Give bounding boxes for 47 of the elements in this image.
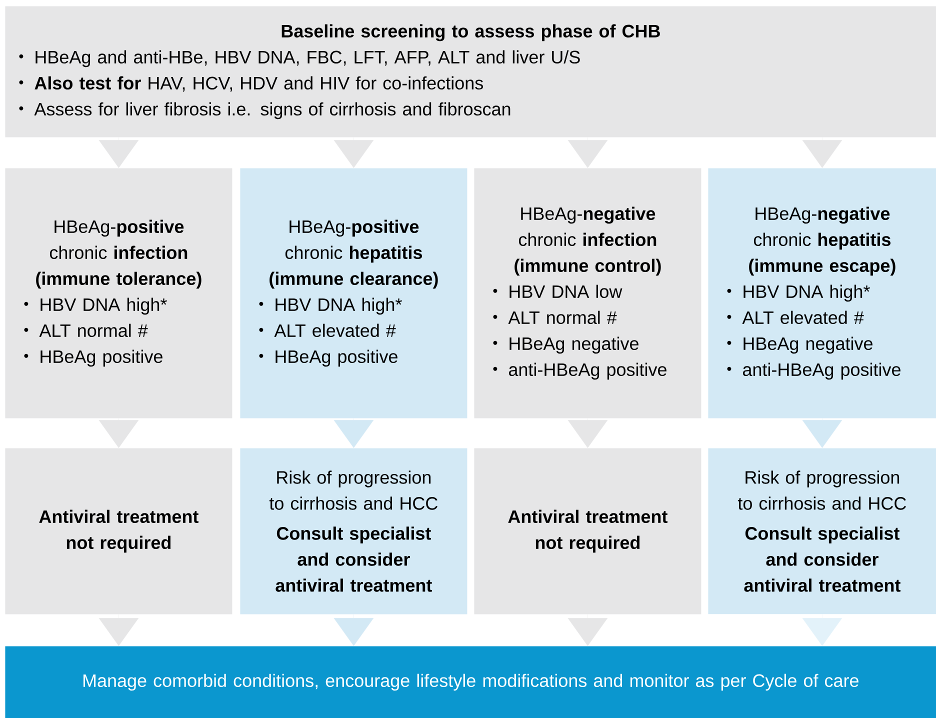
bullet-item: HBeAg and anti-HBe, HBV DNA, FBC, LFT, AFP, ALT and liver U/S (19, 50, 580, 68)
outcome-text: Risk of progression to cirrhosis and HCC (738, 470, 906, 510)
phase-box (240, 168, 468, 418)
outcome-text: Antiviral treatment not required (39, 510, 198, 553)
bullet-item: anti-HBeAg positive (727, 362, 900, 380)
arrow (334, 137, 374, 168)
phase-heading: HBeAg-negative chronic infection (immune control) (514, 206, 661, 276)
bullet-item: HBeAg positive (259, 350, 398, 367)
outcome-box (5, 448, 232, 614)
phase-heading: HBeAg-negative chronic hepatitis (immune escape) (749, 206, 896, 276)
bar-text: Manage comorbid conditions, encourage lifestyle modifications and monitor as per Cycle of care (84, 674, 858, 691)
arrow (98, 418, 139, 448)
arrow (98, 137, 139, 168)
bullet-item: anti-HBeAg positive (493, 362, 666, 380)
outcome-box (240, 448, 468, 614)
outcome-box (708, 448, 936, 614)
bullet-item: Also test for HAV, HCV, HDV and HIV for co-infections (19, 76, 483, 92)
screening-box (5, 6, 936, 138)
bullet-item: ALT elevated # (259, 324, 396, 338)
outcome-text: Consult specialist and consider antiviral treatment (276, 526, 432, 592)
arrow (568, 418, 608, 448)
action-bar (5, 646, 936, 718)
outcome-text: Consult specialist and consider antiviral treatment (744, 526, 900, 592)
bullet-item: HBeAg negative (727, 336, 872, 354)
bullet-item: HBV DNA low (493, 284, 622, 298)
bullet-item: ALT normal # (24, 324, 148, 338)
phase-box (5, 168, 232, 418)
box-heading: Baseline screening to assess phase of CHB (282, 24, 660, 42)
bullet-item: HBV DNA high* (24, 298, 167, 315)
bullet-item: HBeAg negative (493, 336, 638, 354)
bullet-item: ALT normal # (493, 310, 617, 324)
bullet-item: ALT elevated # (727, 310, 864, 324)
phase-box (708, 168, 936, 418)
arrow (802, 418, 842, 448)
phase-heading: HBeAg-positive chronic hepatitis (immune clearance) (270, 220, 438, 289)
phase-heading: HBeAg-positive chronic infection (immune tolerance) (36, 220, 202, 289)
arrow (568, 137, 608, 168)
bullet-item: HBV DNA high* (727, 284, 870, 302)
arrow (334, 418, 374, 448)
phase-box (474, 168, 702, 418)
bullet-item: Assess for liver fibrosis i.e. signs of cirrhosis and fibroscan (19, 102, 510, 120)
bullet-item: HBV DNA high* (259, 298, 402, 315)
bullet-item: HBeAg positive (24, 350, 162, 367)
outcome-text: Risk of progression to cirrhosis and HCC (269, 470, 438, 510)
outcome-box (474, 448, 702, 614)
arrow (802, 137, 842, 168)
outcome-text: Antiviral treatment not required (508, 510, 668, 553)
